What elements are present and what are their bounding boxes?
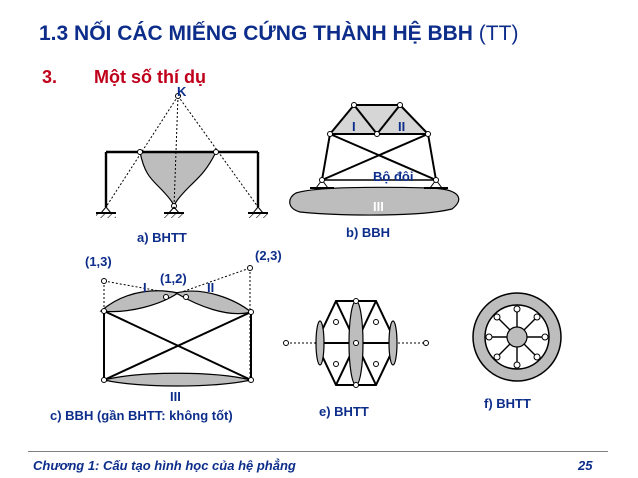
diagram-b-joint-top-right [397,102,403,108]
diagram-f-nodes [485,305,549,369]
diagram-a-shaded-body [139,151,217,208]
diagram-c-strip-iii [103,372,252,387]
diagram-b [289,102,460,216]
diagram-a-hinge-right [213,149,219,155]
section-heading: 3. Một số thí dụ [42,67,206,88]
diagram-e-caption: e) BHTT [319,404,369,419]
diagram-b-joint-left [327,131,333,137]
diagram-a-label-k: K [177,84,187,99]
diagram-b-label-iii: III [373,199,384,214]
diagram-c-label-13: (1,3) [85,254,112,269]
diagram-a-dash-3 [173,95,179,208]
footer-divider [28,451,608,452]
diagram-a-hinge-bottom [171,203,177,209]
diagram-a-caption: a) BHTT [137,230,187,245]
diagram-b-label-pair: Bộ đôi [373,169,414,184]
diagram-e-member-right [388,320,398,366]
diagram-a-hinge-left [137,149,143,155]
diagram-b-joint-top-left [351,102,357,108]
diagram-c [99,265,254,387]
diagram-c-label-ii: II [207,280,215,295]
diagram-b-joint-mid [374,131,380,137]
diagram-e [283,298,429,388]
section-title: Một số thí dụ [94,67,206,87]
diagram-c-label-i: I [143,280,147,295]
diagram-e-member-left [315,320,325,366]
diagram-a-support-right [248,206,268,218]
diagram-c-strip-i [99,290,180,313]
diagram-b-top-panel [330,105,428,134]
diagram-c-caption: c) BBH (gần BHTT: không tốt) [50,408,233,423]
diagram-b-joint-bottom-right [433,177,439,183]
diagram-b-label-ii: II [398,119,406,134]
diagram-f [472,292,562,382]
diagram-a [96,93,268,218]
footer-page-number: 25 [578,458,593,473]
diagram-a-joint-k [175,93,181,99]
diagram-a-support-left [96,206,116,218]
slide-title-main: 1.3 NỐI CÁC MIẾNG CỨNG THÀNH HỆ BBH [39,22,473,45]
diagram-b-ground-body [289,186,460,216]
slide-title-suffix: (TT) [478,22,519,45]
diagram-b-joint-bottom-left [319,177,325,183]
diagram-a-support-middle [164,206,184,218]
diagram-b-label-i: I [352,119,356,134]
diagram-c-label-12: (1,2) [160,271,187,286]
diagram-c-label-23: (2,3) [255,248,282,263]
diagram-c-label-iii: III [170,389,181,404]
diagram-b-caption: b) BBH [346,225,391,240]
slide-title: 1.3 NỐI CÁC MIẾNG CỨNG THÀNH HỆ BBH (TT) [39,22,518,46]
diagram-f-caption: f) BHTT [484,396,531,411]
section-number: 3. [42,67,58,87]
diagram-b-joint-right [425,131,431,137]
footer-chapter: Chương 1: Cấu tạo hình học của hệ phẳng [33,458,296,473]
